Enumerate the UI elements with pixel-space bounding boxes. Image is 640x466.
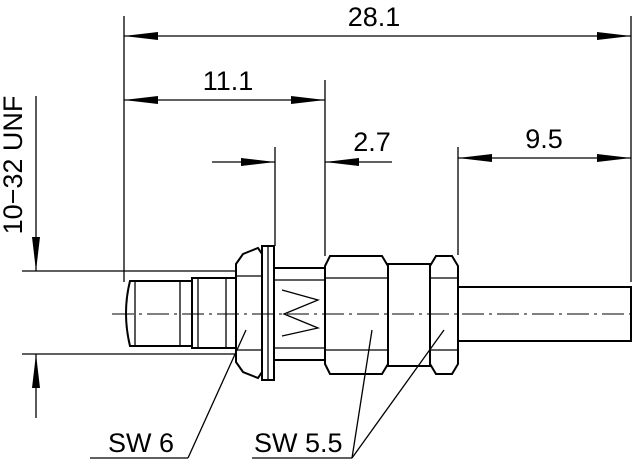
dim-thread-label: 10−32 UNF (0, 96, 28, 235)
dim-flange-gap-label: 2.7 (353, 127, 391, 157)
front-hex-nut (235, 246, 263, 380)
rear-hex-nut (429, 255, 459, 375)
coupling-body (387, 263, 431, 367)
dim-overall-length: 28.1 (124, 2, 631, 40)
dim-rear-length: 9.5 (458, 124, 631, 162)
dim-rear-length-label: 9.5 (525, 124, 563, 154)
dim-flange-gap: 2.7 (212, 127, 392, 166)
dim-length-to-flange-label: 11.1 (203, 66, 254, 96)
connector-body (112, 245, 636, 381)
leaders: SW 6 SW 5.5 (90, 329, 445, 459)
extension-lines (22, 16, 632, 355)
wrench-front-label: SW 6 (108, 428, 174, 458)
rear-hex-body (324, 255, 389, 375)
dim-length-to-flange: 11.1 (124, 66, 325, 104)
dim-thread: 10−32 UNF (0, 96, 40, 418)
dim-overall-length-label: 28.1 (348, 2, 401, 32)
wrench-rear-label: SW 5.5 (254, 428, 343, 458)
